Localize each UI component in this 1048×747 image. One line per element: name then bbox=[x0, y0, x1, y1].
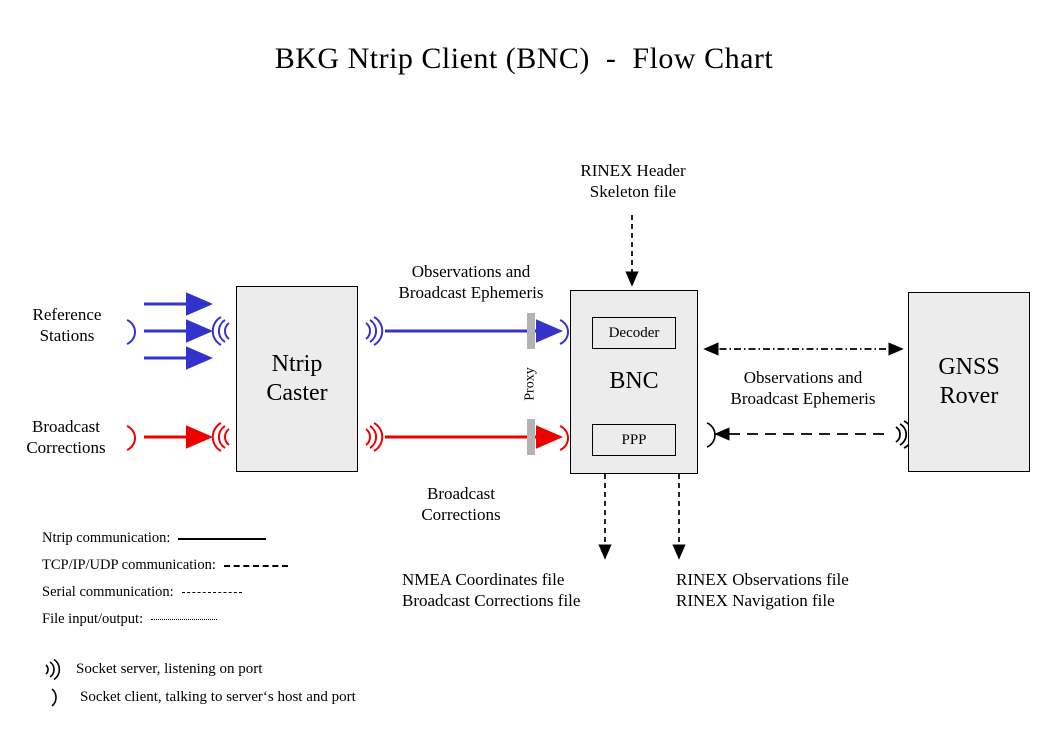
socket-client-icon-corrections-in bbox=[126, 425, 136, 451]
label-rinex-header-skeleton: RINEX Header Skeleton file bbox=[580, 161, 686, 201]
proxy-bar-lower bbox=[527, 419, 535, 455]
proxy-bar-upper bbox=[527, 313, 535, 349]
legend-line-sample-dashed bbox=[223, 564, 288, 567]
legend-row: Serial communication: bbox=[42, 579, 362, 606]
legend-line-styles: Ntrip communication: TCP/IP/UDP communica… bbox=[42, 525, 362, 633]
legend-row-label: TCP/IP/UDP communication: bbox=[42, 557, 216, 573]
legend-socket-label: Socket server, listening on port bbox=[76, 660, 263, 677]
socket-client-icon-bnc-tcpip bbox=[706, 422, 716, 448]
socket-client-icon-reference-stations bbox=[126, 319, 136, 345]
node-gnss-rover[interactable]: GNSS Rover bbox=[908, 292, 1030, 472]
node-gnss-rover-label: GNSS Rover bbox=[938, 353, 1000, 409]
legend-socket-row: Socket server, listening on port bbox=[38, 655, 458, 683]
legend-row: File input/output: bbox=[42, 606, 362, 633]
legend-socket-row: Socket client, talking to server‘s host … bbox=[38, 683, 458, 711]
socket-server-icon bbox=[45, 658, 61, 681]
legend-row-label: Ntrip communication: bbox=[42, 530, 171, 546]
socket-client-icon-bnc-observations bbox=[559, 319, 569, 345]
socket-client-icon bbox=[51, 688, 57, 707]
legend-row: TCP/IP/UDP communication: bbox=[42, 552, 362, 579]
node-ppp-label: PPP bbox=[621, 431, 647, 448]
node-ntrip-caster[interactable]: Ntrip Caster bbox=[236, 286, 358, 472]
socket-server-icon-caster-out-blue bbox=[365, 316, 384, 346]
legend-line-sample-dashdot bbox=[181, 592, 242, 593]
label-broadcast-corrections-input: Broadcast Corrections bbox=[26, 417, 106, 457]
label-broadcast-corrections-caster: Broadcast Corrections bbox=[421, 484, 501, 524]
node-ppp[interactable]: PPP bbox=[592, 424, 676, 456]
node-ntrip-caster-label: Ntrip Caster bbox=[266, 350, 328, 406]
page-title: BKG Ntrip Client (BNC) - Flow Chart bbox=[274, 42, 774, 75]
node-bnc-label: BNC bbox=[609, 368, 659, 395]
legend-row-label: File input/output: bbox=[42, 611, 144, 627]
label-observations-ephemeris-rover: Observations and Broadcast Ephemeris bbox=[730, 368, 876, 408]
socket-server-icon-caster-out-red bbox=[365, 422, 384, 452]
legend-line-sample-solid bbox=[178, 537, 267, 540]
label-reference-stations: Reference Stations bbox=[32, 305, 102, 345]
legend-row: Ntrip communication: bbox=[42, 525, 362, 552]
socket-client-icon-bnc-corrections bbox=[559, 425, 569, 451]
legend-line-sample-dotted bbox=[151, 619, 218, 620]
node-decoder-label: Decoder bbox=[608, 324, 660, 341]
socket-server-icon-caster-in-red bbox=[211, 422, 230, 452]
legend-row-label: Serial communication: bbox=[42, 584, 174, 600]
label-observations-ephemeris-caster: Observations and Broadcast Ephemeris bbox=[398, 262, 544, 302]
node-decoder[interactable]: Decoder bbox=[592, 317, 676, 349]
legend-socket-label: Socket client, talking to server‘s host … bbox=[80, 688, 356, 705]
label-rinex-output-files: RINEX Observations file RINEX Navigation… bbox=[676, 570, 849, 610]
proxy-label: Proxy bbox=[522, 367, 538, 401]
label-nmea-output-files: NMEA Coordinates file Broadcast Correcti… bbox=[402, 570, 581, 610]
socket-server-icon-caster-in-blue bbox=[211, 316, 230, 346]
